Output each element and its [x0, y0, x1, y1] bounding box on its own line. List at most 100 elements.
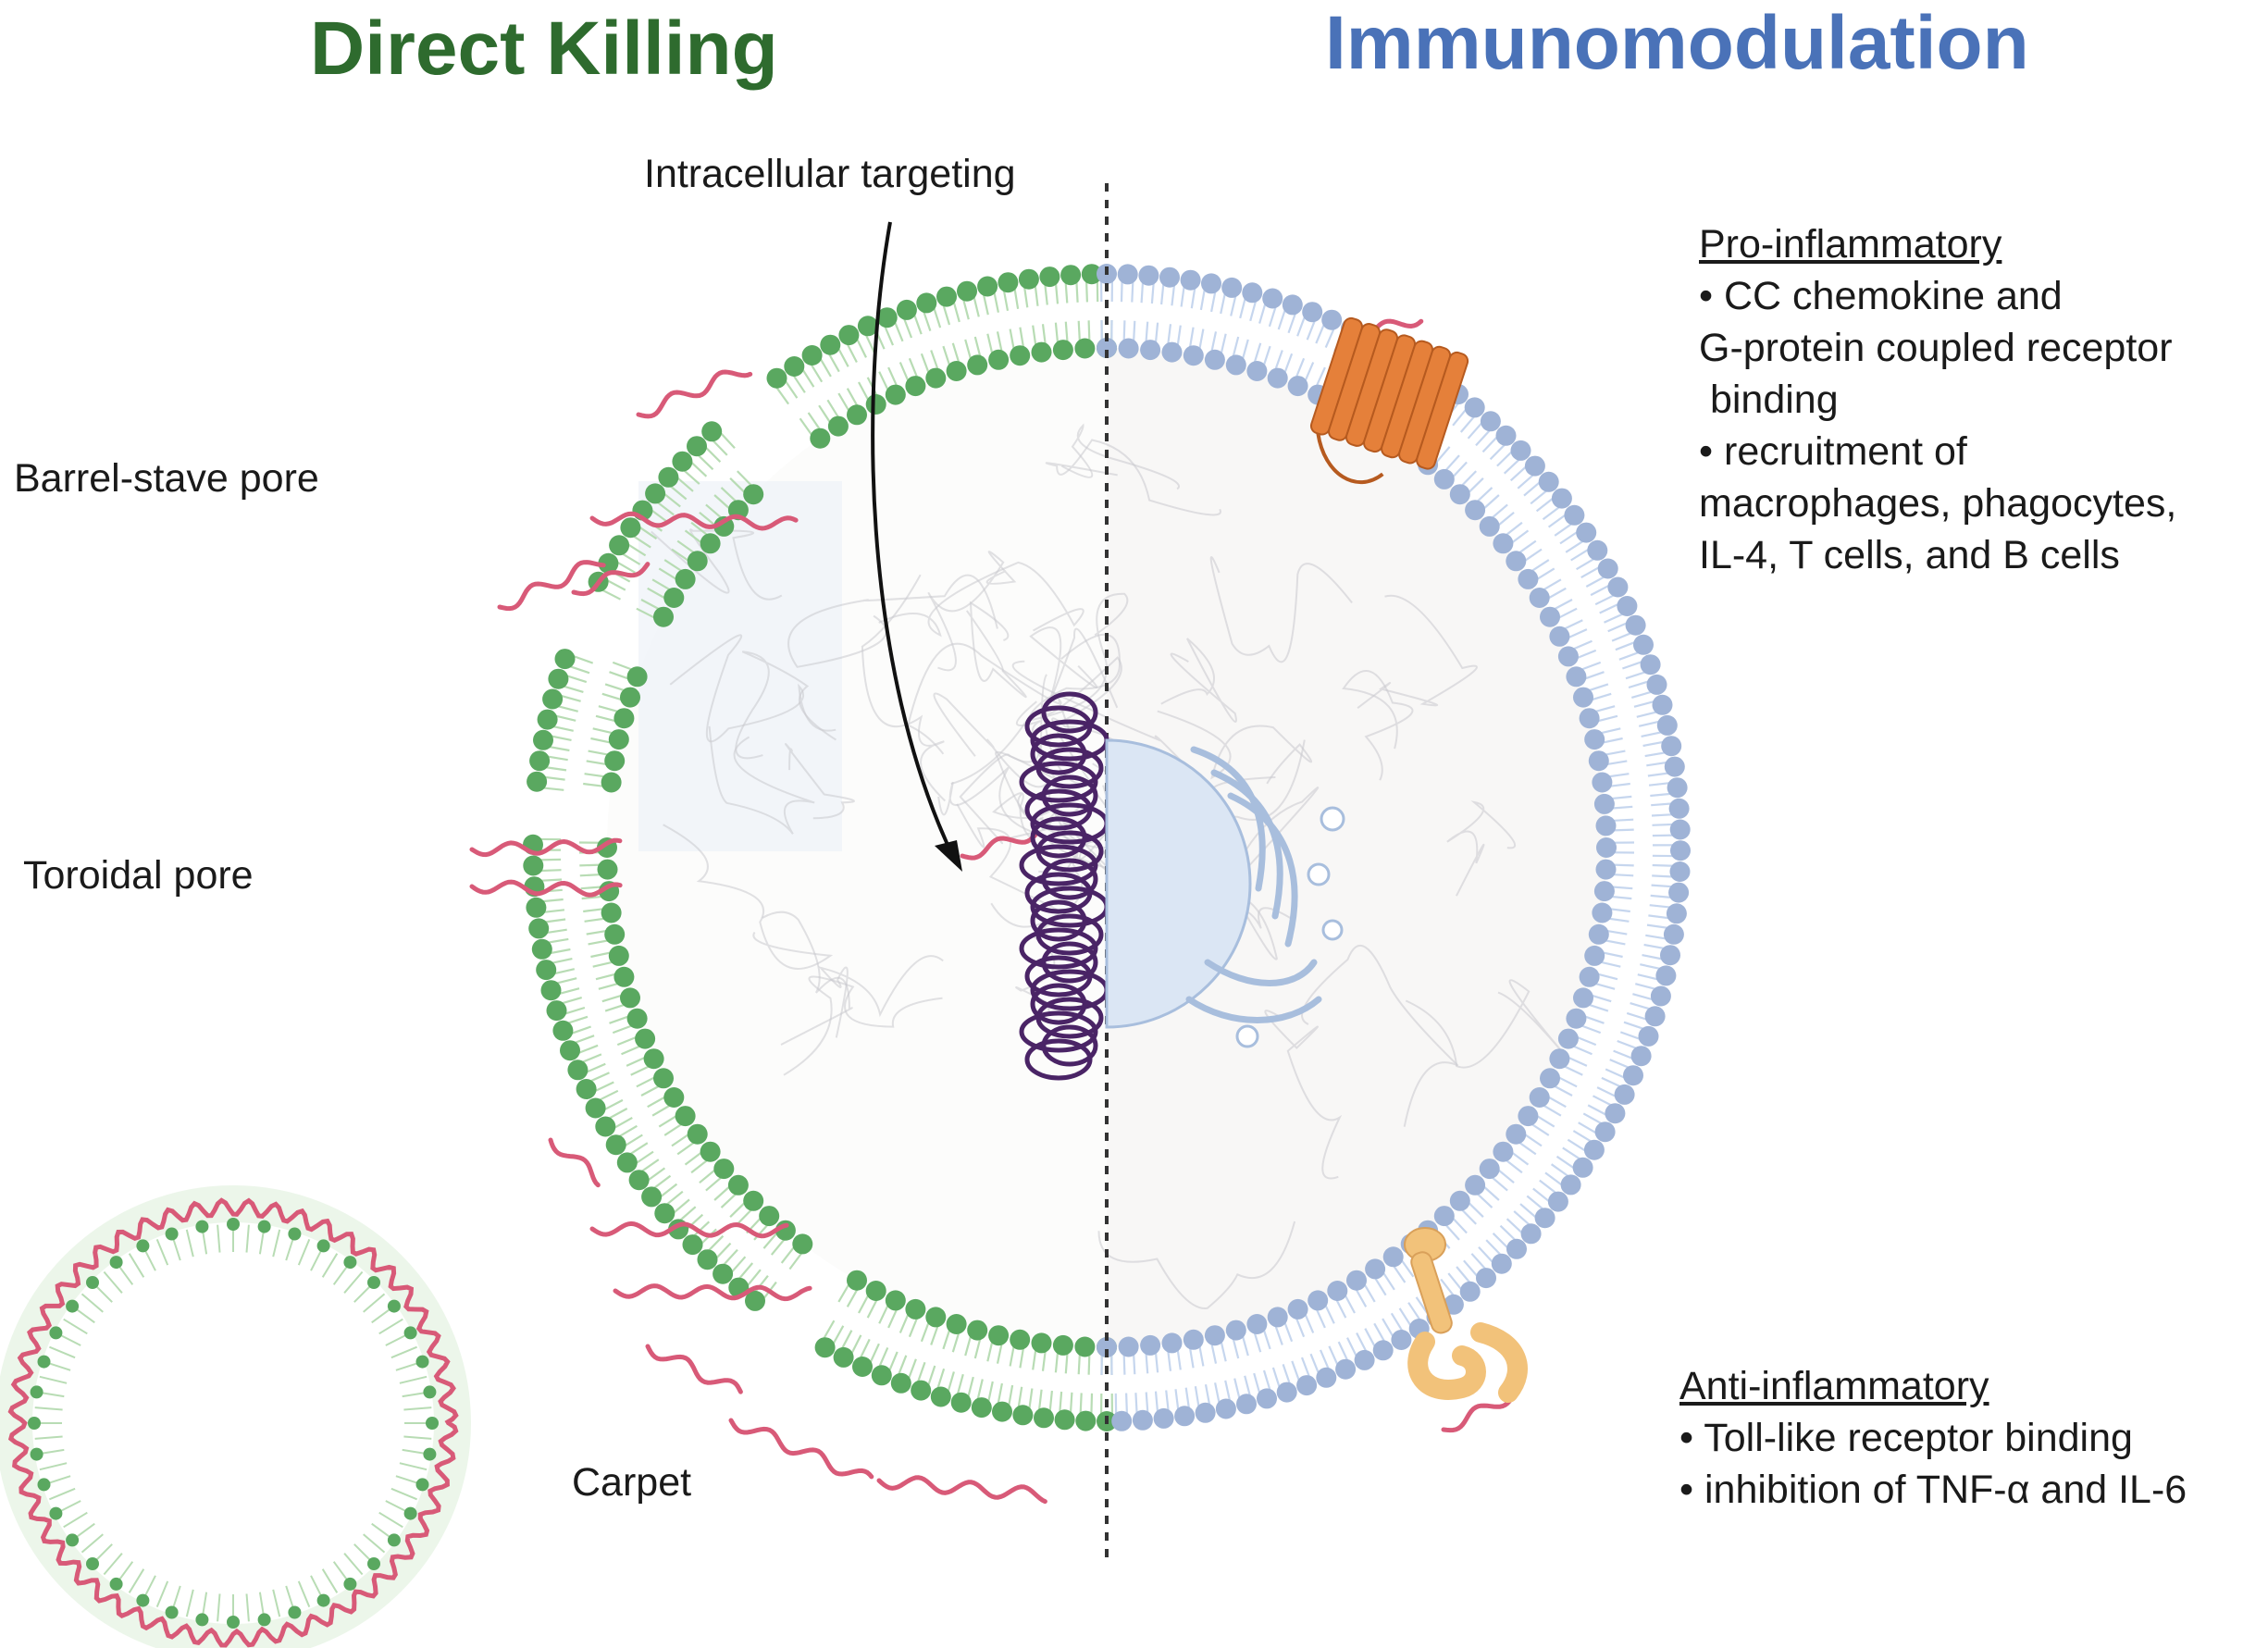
dna-loop: [1024, 1038, 1093, 1081]
lipid-head: [930, 1386, 951, 1407]
lipid-head: [697, 1249, 718, 1270]
lipid-head: [595, 1116, 616, 1137]
lipid-head: [601, 902, 622, 923]
lipid-head: [1644, 1006, 1666, 1027]
lipid-head: [613, 966, 635, 987]
intracellular-arrow: [871, 221, 957, 861]
lipid-head: [1039, 266, 1060, 288]
vesicle-lipid-head: [403, 1506, 417, 1520]
lipid-head: [1540, 1068, 1560, 1089]
cytoskeleton-filament: [1157, 710, 1313, 785]
lipid-head: [1302, 302, 1323, 323]
lipid-head: [998, 272, 1019, 293]
peptide-carpet-2: [645, 1344, 743, 1394]
lipid-head: [988, 1325, 1010, 1346]
lipid-head: [1054, 1409, 1075, 1431]
vesicle-lipid-head: [195, 1220, 209, 1233]
lipid-head: [1549, 626, 1570, 647]
lipid-head: [1117, 264, 1138, 285]
lipid-head: [1670, 840, 1691, 861]
lipid-head: [537, 709, 558, 730]
vesicle-lipid-tail: [34, 1406, 63, 1411]
lipid-head: [1593, 793, 1615, 814]
lipid-head: [1174, 1406, 1196, 1427]
lipid-head: [1579, 708, 1600, 729]
cytoskeleton-filament: [1026, 633, 1121, 753]
dna-loop: [1030, 983, 1087, 1025]
lipid-head: [1666, 903, 1687, 924]
lipid-head: [620, 987, 640, 1009]
lipid-head: [1566, 1008, 1587, 1029]
lipid-head: [1656, 714, 1678, 736]
lipid-head: [1652, 694, 1673, 715]
cytoskeleton-filament: [1357, 594, 1478, 709]
peptide-carpet-4: [876, 1475, 1047, 1505]
anti-inflammatory-heading: Anti-inflammatory: [1679, 1364, 1989, 1408]
lipid-head: [1354, 1349, 1375, 1370]
lipid-head: [1097, 1337, 1117, 1357]
lipid-head: [743, 1190, 764, 1211]
lipid-head: [1594, 1121, 1616, 1143]
vesicle-lipid-tail: [49, 1487, 76, 1501]
lipid-head: [1081, 264, 1102, 285]
pro-line-4: • recruitment of: [1699, 429, 1967, 474]
vesicle-lipid-tail: [403, 1435, 432, 1440]
lipid-head: [1669, 819, 1691, 840]
lipid-head: [745, 1290, 765, 1311]
vesicle: [1321, 919, 1344, 941]
vesicle-lipid-head: [37, 1355, 51, 1369]
lipid-head: [1518, 1106, 1539, 1127]
pro-inflammatory-heading: Pro-inflammatory: [1699, 222, 2002, 266]
lipid-head: [865, 1281, 886, 1301]
vesicle-lipid-head: [257, 1220, 271, 1233]
lipid-head: [810, 427, 831, 449]
lipid-head: [1459, 1281, 1481, 1302]
cytoskeleton-filament: [956, 803, 1062, 928]
lipid-head: [687, 436, 707, 457]
lipid-head: [992, 1401, 1012, 1422]
vesicle-lipid-tail: [39, 1375, 68, 1384]
lipid-head: [1605, 1103, 1626, 1124]
golgi-cisterna: [1227, 792, 1298, 948]
vesicle-lipid-tail: [343, 1553, 364, 1576]
lipid-head: [1465, 500, 1486, 521]
lipid-head: [635, 1028, 656, 1049]
lipid-head: [1074, 338, 1096, 359]
lipid-head: [1650, 985, 1671, 1007]
cytoskeleton-filament: [1301, 945, 1459, 1127]
lipid-head: [1607, 576, 1629, 598]
vesicle-lipid-head: [136, 1239, 150, 1253]
lipid-head: [1464, 397, 1485, 418]
vesicle-lipid-head: [415, 1478, 429, 1492]
lipid-head: [1140, 340, 1161, 361]
vesicle-lipid-tail: [403, 1406, 432, 1411]
lipid-head: [1372, 1340, 1394, 1361]
lipid-head: [1660, 945, 1680, 966]
lipid-head: [672, 451, 693, 472]
lipid-head: [1588, 750, 1609, 772]
tlr-stalk: [1410, 1251, 1453, 1334]
vesicle-lipid-tail: [81, 1293, 104, 1313]
lipid-head: [814, 1337, 836, 1358]
lipid-head: [653, 1068, 674, 1089]
lipid-head: [1479, 1159, 1500, 1180]
lipid-head: [792, 1233, 813, 1255]
lipid-head: [857, 316, 878, 337]
cytoskeleton-filament: [1209, 556, 1353, 663]
vesicle-lipid-tail: [63, 1511, 88, 1529]
lipid-head: [641, 1186, 663, 1208]
cytoskeleton-filament: [950, 592, 1129, 786]
cytoskeleton-filament: [1160, 638, 1237, 723]
lipid-head: [1564, 504, 1585, 526]
vesicle-lipid-tail: [217, 1224, 221, 1253]
lipid-head: [1161, 341, 1183, 363]
cytoskeleton-filament: [787, 574, 998, 668]
lipid-head: [1614, 1084, 1635, 1105]
lipid-head: [1433, 1206, 1455, 1227]
lipid-head: [1668, 882, 1690, 903]
lipid-head: [936, 286, 957, 307]
vesicle-lipid-head: [30, 1447, 43, 1461]
lipid-head: [1547, 1191, 1568, 1212]
lipid-head: [1132, 1409, 1153, 1431]
lipid-head: [1010, 1329, 1031, 1350]
